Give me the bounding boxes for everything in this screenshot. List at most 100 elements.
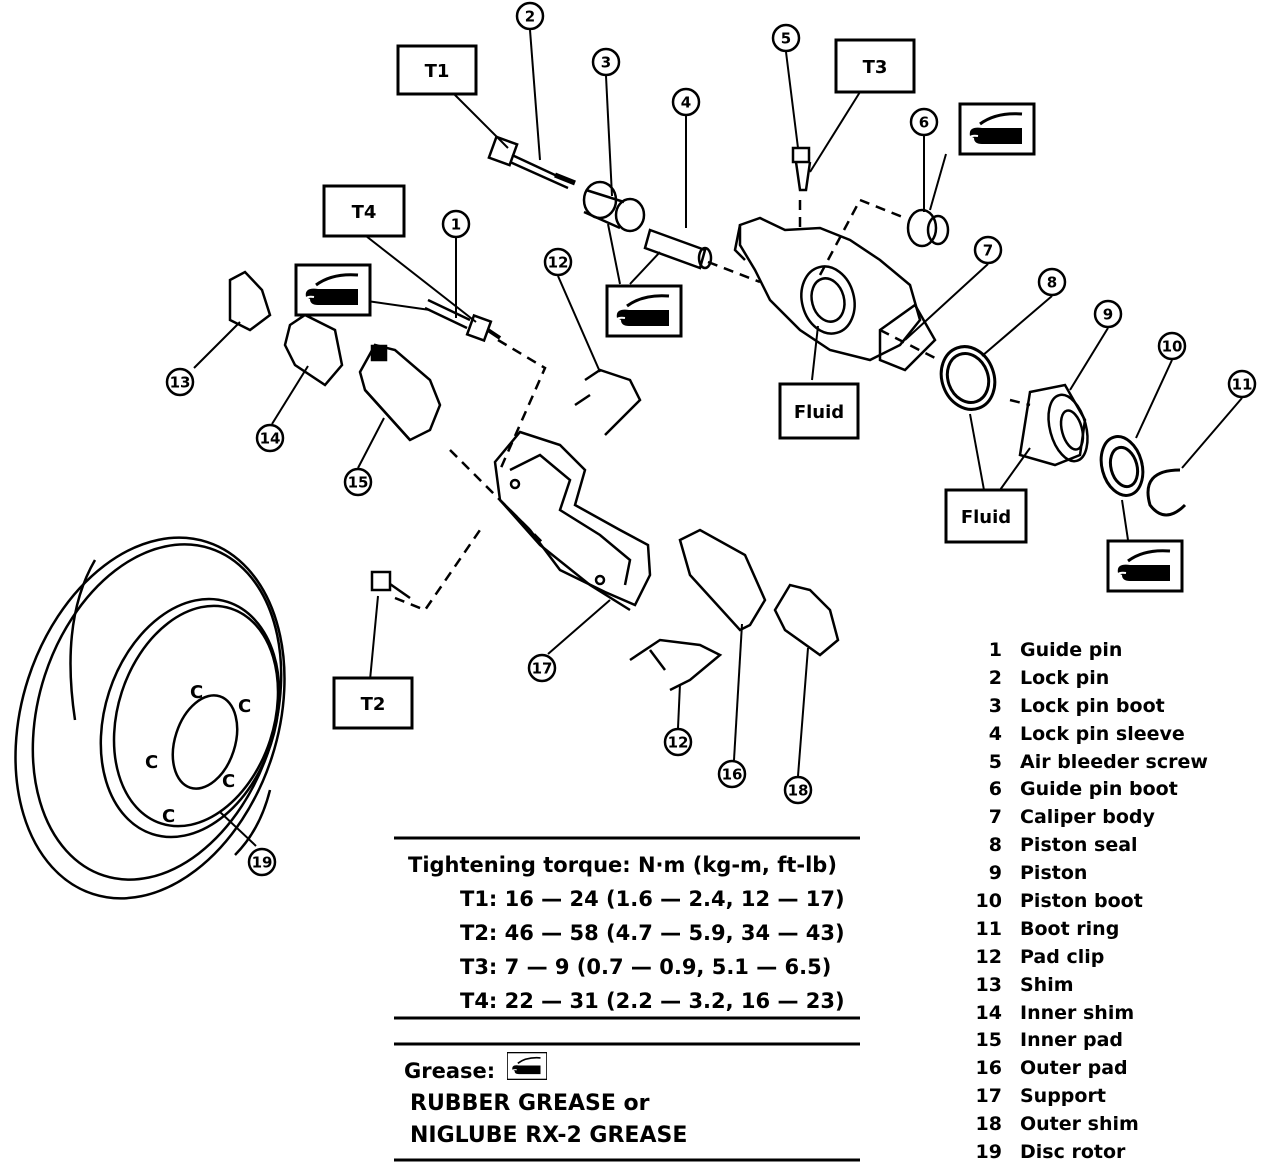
parts-list-item: 1 Guide pin [968, 636, 1208, 664]
outer-pad [678, 528, 767, 632]
part-number-callout: 8 [1037, 267, 1067, 297]
part-number-text: 12 [668, 734, 689, 752]
part-name: Piston seal [1020, 834, 1138, 857]
part-number-callout: 2 [515, 1, 545, 31]
part-number: 3 [988, 694, 1002, 717]
part-number-text: 9 [1103, 306, 1113, 324]
part-number-text: 12 [548, 254, 569, 272]
part-number: 9 [988, 862, 1002, 885]
part-number-callout: 18 [783, 775, 813, 805]
shim [228, 270, 272, 332]
part-name: Lock pin boot [1020, 694, 1165, 717]
part-name: Guide pin [1020, 638, 1123, 661]
part-number-text: 2 [525, 8, 535, 26]
part-name: Lock pin sleeve [1020, 722, 1185, 745]
lock-pin-boot [582, 180, 646, 233]
callout-T2: T2 [361, 694, 386, 715]
part-number-callout: 17 [527, 653, 557, 683]
callout-fluid: Fluid [961, 507, 1011, 528]
part-name: Disc rotor [1020, 1140, 1126, 1163]
parts-list-item: 12 Pad clip [968, 943, 1208, 971]
part-name: Pad clip [1020, 945, 1105, 968]
part-number: 10 [975, 889, 1002, 912]
part-name: Air bleeder screw [1020, 750, 1208, 773]
part-number: 1 [988, 638, 1002, 661]
grease-symbol-icon [294, 263, 372, 317]
support-bolt [370, 570, 411, 600]
part-name: Support [1020, 1085, 1106, 1108]
torque-row-t4: T4: 22 — 31 (2.2 — 3.2, 16 — 23) [460, 989, 845, 1013]
callout-fluid: Fluid [794, 402, 844, 423]
part-number-text: 13 [170, 374, 191, 392]
torque-heading: Tightening torque: N·m (kg-m, ft-lb) [408, 853, 837, 877]
callout-T1: T1 [425, 61, 450, 82]
grease-line-1: RUBBER GREASE or [410, 1091, 650, 1116]
inner-shim [283, 313, 344, 387]
part-number-text: 11 [1232, 376, 1253, 394]
part-name: Outer pad [1020, 1057, 1128, 1080]
part-number-text: 18 [788, 782, 809, 800]
part-number-text: 3 [601, 54, 611, 72]
inner-pad [358, 343, 442, 442]
grease-symbol-icon [506, 1051, 548, 1090]
part-number-text: 5 [781, 30, 791, 48]
torque-row-t3: T3: 7 — 9 (0.7 — 0.9, 5.1 — 6.5) [460, 955, 832, 979]
part-number-callout: 5 [771, 23, 801, 53]
part-number: 16 [975, 1057, 1002, 1080]
torque-table: Tightening torque: N·m (kg-m, ft-lb) T1:… [408, 848, 845, 1018]
part-number: 18 [975, 1113, 1002, 1136]
pad-clip-lower [629, 638, 723, 692]
part-number-callout: 12 [543, 247, 573, 277]
rotor-mark: C [162, 806, 175, 827]
rotor-mark: C [238, 696, 251, 717]
callout-T4: T4 [352, 202, 377, 223]
part-name: Boot ring [1020, 917, 1120, 940]
part-number-callout: 19 [247, 847, 277, 877]
part-number-callout: 15 [343, 467, 373, 497]
parts-list-item: 7 Caliper body [968, 803, 1208, 831]
part-number-text: 7 [983, 242, 993, 260]
grease-note: Grease: RUBBER GREASE or NIGLUBE RX-2 GR… [404, 1051, 687, 1152]
part-number-text: 8 [1047, 274, 1057, 292]
part-number-callout: 16 [717, 759, 747, 789]
parts-list-item: 16 Outer pad [968, 1054, 1208, 1082]
part-number: 19 [975, 1140, 1002, 1163]
part-number-callout: 9 [1093, 299, 1123, 329]
torque-row-t1: T1: 16 — 24 (1.6 — 2.4, 12 — 17) [460, 887, 845, 911]
rotor-mark: C [222, 771, 235, 792]
part-number-callout: 3 [591, 47, 621, 77]
parts-list-item: 19 Disc rotor [968, 1138, 1208, 1166]
part-name: Shim [1020, 973, 1074, 996]
part-number: 13 [975, 973, 1002, 996]
part-number: 7 [988, 806, 1002, 829]
part-number-callout: 7 [973, 235, 1003, 265]
part-number-callout: 6 [909, 107, 939, 137]
part-number: 2 [988, 666, 1002, 689]
grease-label: Grease: [404, 1059, 496, 1083]
part-number: 11 [975, 917, 1002, 940]
rotor-mark: C [145, 752, 158, 773]
torque-row-t2: T2: 46 — 58 (4.7 — 5.9, 34 — 43) [460, 921, 845, 945]
part-number-text: 10 [1162, 338, 1183, 356]
grease-symbol-icon [1106, 539, 1184, 593]
part-number-callout: 14 [255, 423, 285, 453]
part-number-callout: 11 [1227, 369, 1257, 399]
label-boxes [322, 38, 1028, 730]
part-number-text: 4 [681, 94, 691, 112]
part-number: 4 [988, 722, 1002, 745]
part-number: 17 [975, 1085, 1002, 1108]
pad-clip-upper [574, 368, 642, 436]
caliper-body [733, 216, 937, 372]
piston-boot [1099, 435, 1145, 497]
guide-pin-boot [906, 208, 950, 248]
part-name: Caliper body [1020, 806, 1155, 829]
part-number: 15 [975, 1029, 1002, 1052]
part-number: 12 [975, 945, 1002, 968]
